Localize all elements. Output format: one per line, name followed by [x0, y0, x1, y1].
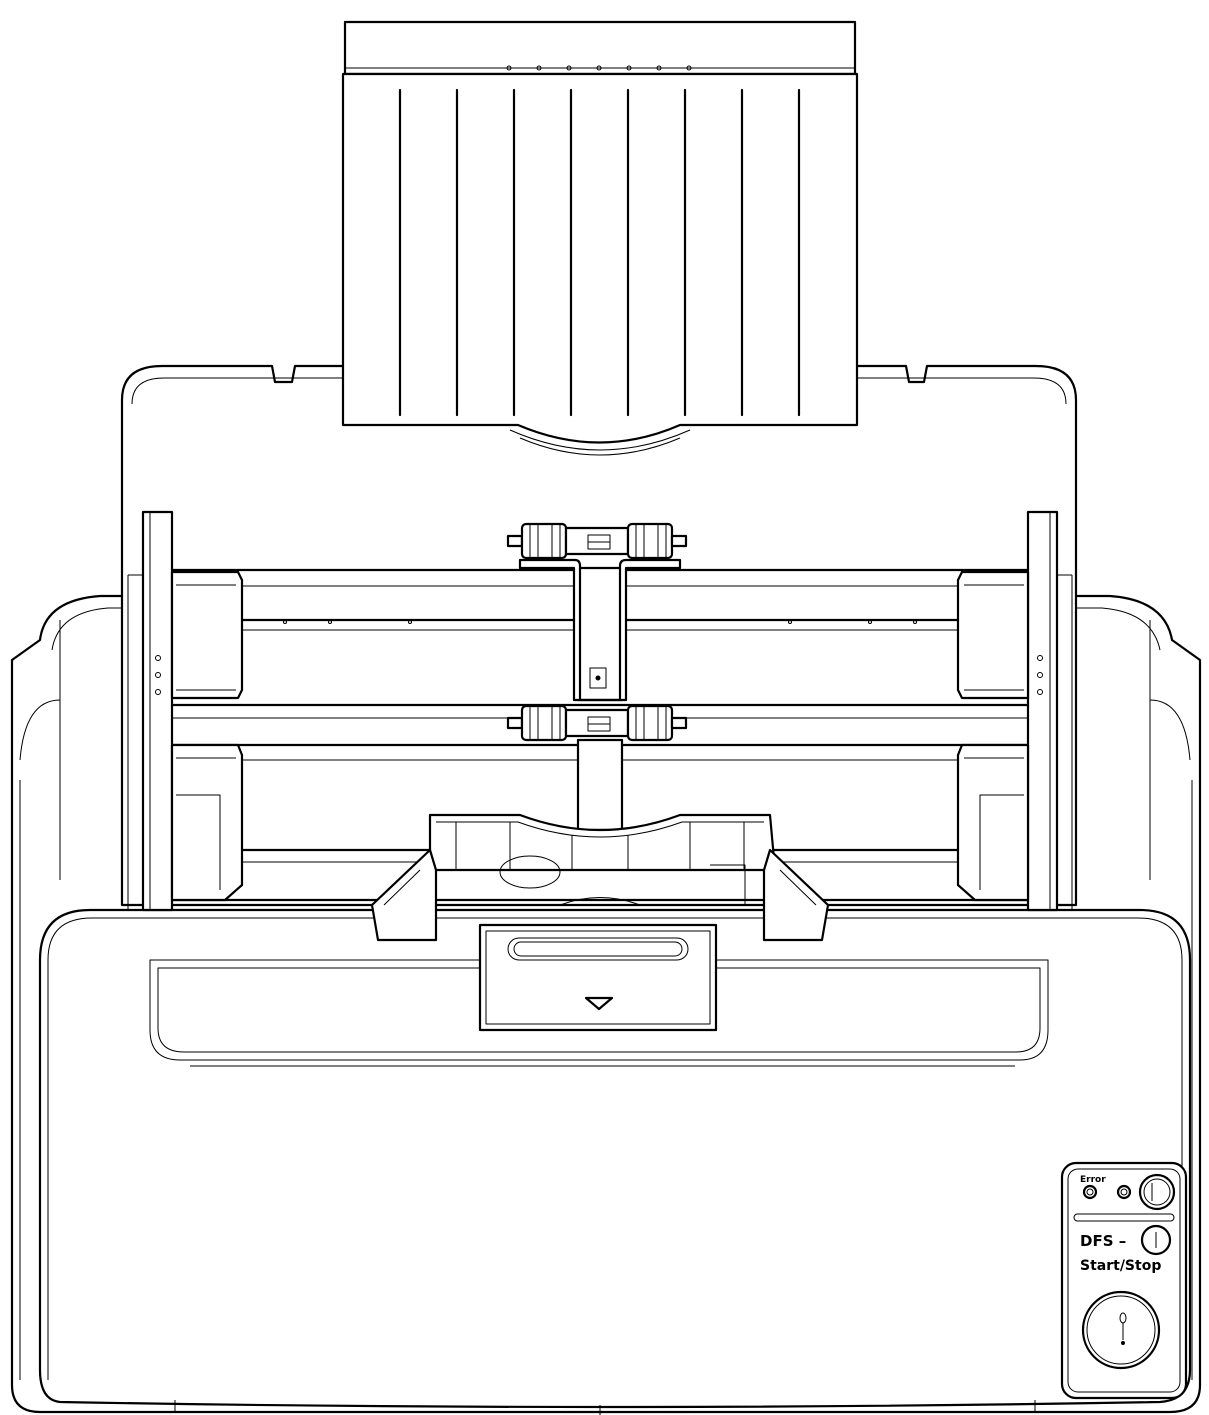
error-led-indicator: [1082, 1184, 1098, 1200]
power-button[interactable]: [1138, 1173, 1176, 1211]
dfs-button[interactable]: [1140, 1224, 1172, 1256]
roller-bracket: [518, 558, 682, 832]
start-stop-label: Start/Stop: [1080, 1258, 1161, 1274]
tray-ribs: [398, 88, 801, 417]
feed-flap[interactable]: [370, 813, 830, 942]
start-stop-button[interactable]: [1081, 1290, 1161, 1370]
triangle-down-icon: [584, 996, 614, 1011]
right-paper-guide[interactable]: [956, 510, 1073, 912]
error-label: Error: [1080, 1175, 1106, 1185]
status-led-indicator: [1116, 1184, 1132, 1200]
control-panel: Error DFS – Start/Stop: [1060, 1161, 1188, 1400]
tray-dots: [506, 65, 692, 71]
front-panel: [38, 908, 1192, 1415]
dfs-label: DFS –: [1080, 1232, 1126, 1250]
scanner-body: [10, 594, 1202, 1414]
left-paper-guide[interactable]: [127, 510, 244, 912]
lower-roller-assembly: [506, 704, 688, 742]
divider: [1073, 1213, 1175, 1222]
output-tray-handle[interactable]: [478, 923, 718, 1032]
upper-roller-assembly: [506, 522, 688, 560]
paper-tray-extension: [341, 20, 859, 456]
